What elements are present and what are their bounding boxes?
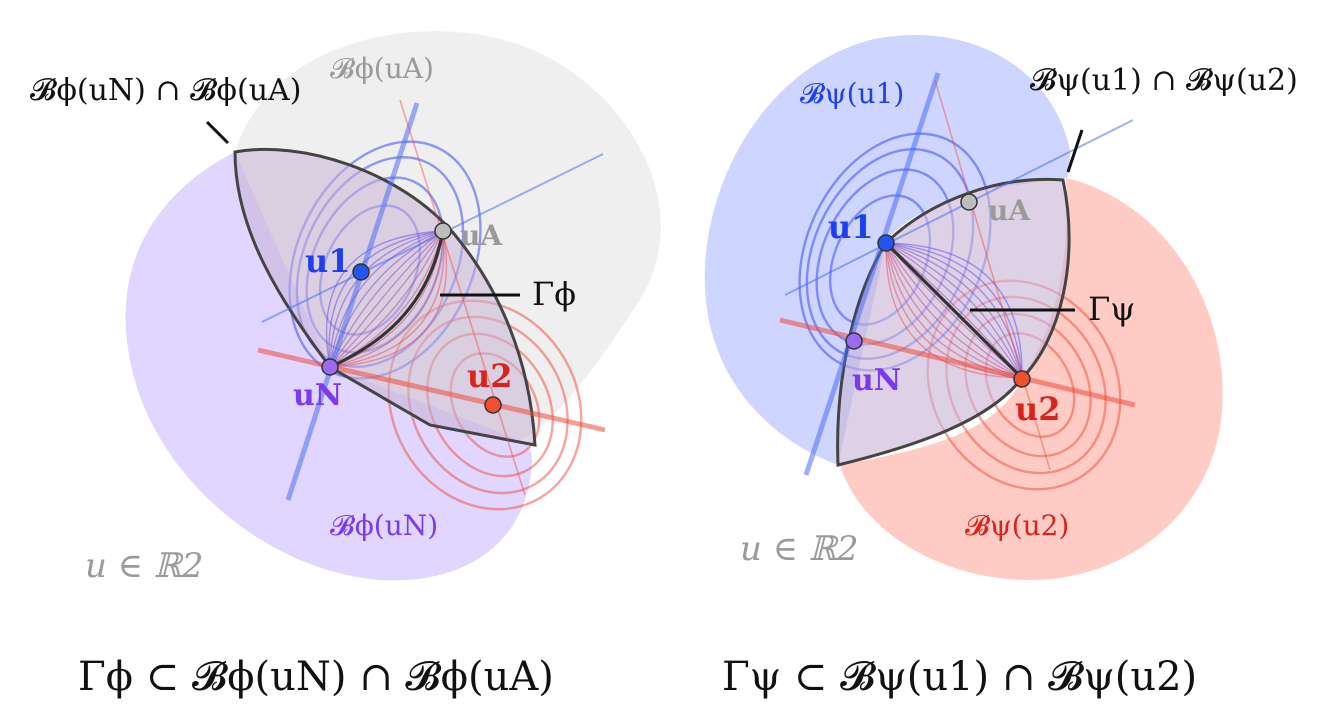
left-fan-curve (329, 230, 444, 368)
left-gamma-curve (329, 230, 445, 369)
right-ball-1 (704, 34, 1070, 466)
left-intersection-leader (205, 120, 230, 145)
left-fan-curve (329, 230, 444, 368)
right-fan (885, 242, 1023, 379)
right-u1-label: u1 (828, 208, 874, 246)
right-un-label: uN (852, 363, 901, 398)
left-u1-label: u1 (305, 242, 351, 280)
left-un-label: uN (293, 378, 342, 413)
left-point-u1 (352, 263, 370, 281)
right-fan-curve (885, 242, 1023, 379)
left-domain-label: u ∈ ℝ2 (85, 546, 204, 586)
left-fan-curve (329, 230, 444, 368)
left-intersection-label: 𝓑ϕ(uN) ∩ 𝓑ϕ(uA) (30, 73, 301, 108)
left-fan-curve (325, 230, 444, 368)
right-gamma-label: Γψ (1088, 290, 1135, 328)
right-domain-label: u ∈ ℝ2 (740, 529, 859, 569)
right-caption: Γψ ⊂ 𝓑ψ(u1) ∩ 𝓑ψ(u2) (722, 654, 1197, 700)
right-fan-curve (885, 242, 1023, 379)
right-fan-curve (885, 242, 1023, 379)
left-fan-curve (329, 230, 448, 368)
right-intersection-label: 𝓑ψ(u1) ∩ 𝓑ψ(u2) (1030, 63, 1298, 98)
right-ball-1-label: 𝓑ψ(u1) (800, 77, 904, 110)
right-fan-curve (885, 242, 1023, 379)
right-fan-curve (885, 242, 1023, 379)
right-fan-curve (885, 242, 1023, 379)
left-red-axis (257, 347, 606, 433)
right-panel: 𝓑ψ(u1) ∩ 𝓑ψ(u2) 𝓑ψ(u1) u1 uA uN u2 Γψ 𝓑ψ… (704, 34, 1298, 700)
right-point-un (845, 332, 863, 350)
right-point-u1 (877, 234, 895, 252)
left-u2-label: u2 (467, 357, 513, 395)
left-intersection-region (233, 147, 537, 447)
left-point-u2 (484, 396, 502, 414)
right-fan-curve (885, 242, 1023, 379)
left-fan-curve (329, 230, 445, 368)
left-ball-a-label: 𝓑ϕ(uA) (330, 52, 434, 85)
right-point-u2 (1013, 370, 1031, 388)
left-caption: Γϕ ⊂ 𝓑ϕ(uN) ∩ 𝓑ϕ(uA) (78, 654, 554, 700)
right-gamma-segment (884, 241, 1024, 380)
right-fan-curve (885, 242, 1023, 379)
left-blue-thin-axis (261, 153, 604, 323)
right-red-thin-axis (934, 79, 1051, 471)
left-ball-n-label: 𝓑ϕ(uN) (330, 509, 438, 542)
left-fan-curve (329, 230, 444, 368)
left-gamma-label: Γϕ (532, 275, 576, 313)
right-u2-label: u2 (1015, 390, 1061, 428)
right-red-axis (779, 317, 1136, 408)
right-point-ua (960, 193, 978, 211)
left-fan-curve (329, 230, 444, 368)
right-ua-label: uA (988, 194, 1031, 227)
right-fan-curve (885, 242, 1023, 379)
right-fan-curve (885, 242, 1023, 379)
left-panel: 𝓑ϕ(uN) ∩ 𝓑ϕ(uA) 𝓑ϕ(uA) u1 uA uN u2 Γϕ 𝓑ϕ… (30, 31, 661, 700)
left-red-thin-axis (399, 99, 526, 496)
left-point-ua (434, 222, 452, 240)
right-blue-axis (803, 72, 941, 476)
right-ball-2-label: 𝓑ψ(u2) (965, 509, 1069, 542)
right-intersection-leader (1066, 129, 1084, 173)
left-blue-axis (285, 102, 420, 501)
left-ua-label: uA (460, 219, 503, 252)
left-point-un (321, 358, 339, 376)
